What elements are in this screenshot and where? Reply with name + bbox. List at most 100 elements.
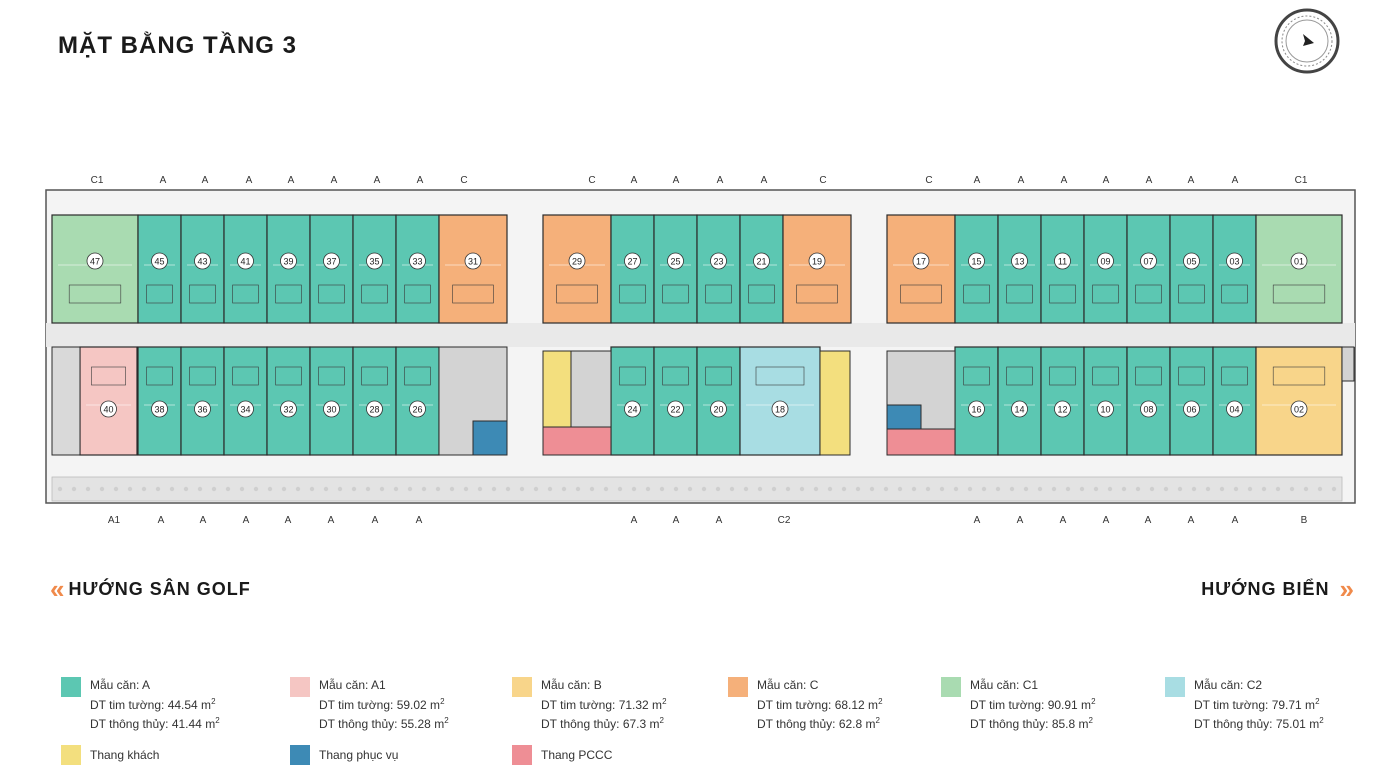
planter-dot — [1233, 486, 1239, 492]
unit-type-label-top: A — [246, 175, 253, 186]
unit-number: 30 — [326, 405, 336, 415]
bed-outline — [68, 284, 122, 304]
planter-dot — [239, 486, 245, 492]
legend-swatch-b — [512, 677, 532, 697]
bed-outline — [232, 366, 259, 386]
unit-number-badge — [1140, 252, 1157, 270]
bed-outline — [404, 284, 431, 304]
unit-type-label-top: C1 — [91, 175, 104, 186]
unit-number-badge — [753, 252, 770, 270]
planter-dot — [1191, 486, 1197, 492]
planter-dot — [407, 486, 413, 492]
unit-number: 01 — [1294, 257, 1304, 267]
unit-type-label-top: A — [1061, 175, 1068, 186]
planter-dot — [547, 486, 553, 492]
planter-dot — [1247, 486, 1253, 492]
unit-number: 21 — [756, 257, 766, 267]
bed-outline — [1272, 284, 1326, 304]
unit-number: 28 — [369, 405, 379, 415]
planter-dot — [1205, 486, 1211, 492]
planter-dot — [197, 486, 203, 492]
bed-outline — [1272, 366, 1326, 386]
unit-number: 05 — [1186, 257, 1196, 267]
unit-number-badge — [1183, 400, 1200, 418]
planter-dot — [1107, 486, 1113, 492]
bed-outline — [1221, 284, 1248, 304]
bed-outline — [275, 284, 302, 304]
unit-number: 25 — [670, 257, 680, 267]
bed-outline — [963, 284, 990, 304]
unit-type-label-top: C — [588, 175, 595, 186]
planter-dot — [71, 486, 77, 492]
service-lift — [472, 420, 508, 456]
fire-lift — [542, 426, 612, 456]
unit-number: 40 — [103, 405, 113, 415]
planter-dot — [841, 486, 847, 492]
unit-type-label-bottom: A — [328, 515, 335, 526]
unit-number: 43 — [197, 257, 207, 267]
unit-type-label-bottom: A — [1017, 515, 1024, 526]
planter-dot — [519, 486, 525, 492]
legend-area-tim: DT tim tường: 59.02 m — [319, 698, 441, 712]
planter-dot — [631, 486, 637, 492]
planter-dot — [1219, 486, 1225, 492]
unit-type-label-bottom: B — [1301, 515, 1308, 526]
legend-area-tim: DT tim tường: 44.54 m — [90, 698, 212, 712]
unit-number: 16 — [971, 405, 981, 415]
core-mid-left — [570, 350, 612, 428]
unit-number: 03 — [1229, 257, 1239, 267]
bed-outline — [662, 366, 689, 386]
unit-number-badge — [624, 252, 641, 270]
unit-number-badge — [710, 400, 727, 418]
planter-dot — [925, 486, 931, 492]
planter-dot — [687, 486, 693, 492]
unit-number: 20 — [713, 405, 723, 415]
unit-number-badge — [151, 252, 168, 270]
unit-type-label-top: C — [819, 175, 826, 186]
unit-number: 18 — [775, 405, 785, 415]
legend-area-thuy: DT thông thủy: 75.01 m — [1194, 717, 1320, 731]
planter-dot — [155, 486, 161, 492]
unit-number: 26 — [412, 405, 422, 415]
unit-type-label-top: A — [288, 175, 295, 186]
planter-dot — [589, 486, 595, 492]
bed-outline — [748, 284, 775, 304]
bed-outline — [796, 284, 838, 304]
unit-number-badge — [151, 400, 168, 418]
unit-number: 39 — [283, 257, 293, 267]
legend-swatch-thang-phuc-vu — [290, 745, 310, 765]
unit-number: 29 — [572, 257, 582, 267]
planter-dot — [1317, 486, 1323, 492]
unit-number: 17 — [916, 257, 926, 267]
unit-type-label-top: A — [1232, 175, 1239, 186]
planter-dot — [981, 486, 987, 492]
planter-dot — [1261, 486, 1267, 492]
legend-swatch-c — [728, 677, 748, 697]
unit-type-label-top: A — [761, 175, 768, 186]
core-right — [1341, 346, 1355, 382]
unit-number-badge — [194, 400, 211, 418]
unit-type-label-bottom: A — [158, 515, 165, 526]
unit-number: 36 — [197, 405, 207, 415]
planter-dot — [169, 486, 175, 492]
unit-type-label-top: A — [160, 175, 167, 186]
unit-type-label-top: A — [974, 175, 981, 186]
bed-outline — [91, 366, 126, 386]
unit-number-badge — [237, 252, 254, 270]
legend-name: Thang khách — [90, 748, 160, 762]
unit-number-badge — [1290, 252, 1308, 270]
planter-dot — [1093, 486, 1099, 492]
bed-outline — [1049, 284, 1076, 304]
unit-number-badge — [100, 400, 117, 418]
bed-outline — [404, 366, 431, 386]
unit-number: 07 — [1143, 257, 1153, 267]
planter-dot — [953, 486, 959, 492]
unit-number-badge — [366, 400, 383, 418]
unit-number-badge — [710, 252, 727, 270]
unit-type-label-top: A — [1188, 175, 1195, 186]
unit-number: 34 — [240, 405, 250, 415]
chevron-right-icon: » — [1339, 574, 1355, 604]
fire-lift — [886, 428, 956, 456]
core-stair — [51, 346, 81, 456]
